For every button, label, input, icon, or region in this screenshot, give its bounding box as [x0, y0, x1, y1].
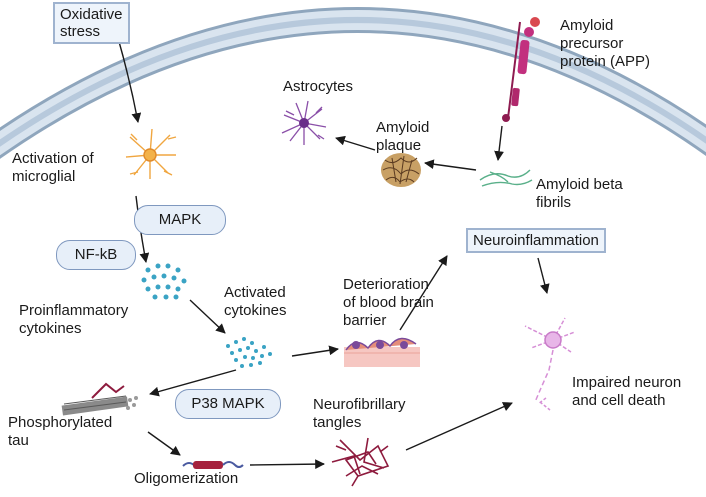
arrow-proinflammatory-to-activated	[189, 299, 226, 334]
bbb-cells-icon	[344, 337, 420, 367]
arrow-oxidative-to-microglia	[117, 37, 142, 123]
microglia-icon	[125, 128, 177, 179]
app-protein-icon	[502, 17, 540, 122]
tau-fibril-icon	[61, 382, 138, 416]
oxidative-stress-box: Oxidative stress	[53, 2, 130, 44]
amyloid-fibrils-icon	[479, 169, 533, 187]
arrow-tangles-to-neuron	[405, 402, 513, 451]
activated-cytokine-dots-icon	[226, 337, 272, 368]
astrocyte-icon	[281, 100, 327, 145]
arrow-oligomer-to-tangles	[249, 459, 325, 470]
activated-cytokines-label: Activated cytokines	[224, 284, 287, 319]
oligomer-icon	[182, 461, 244, 469]
arrow-tau-to-oligomer	[147, 431, 181, 456]
tangles-icon	[331, 437, 390, 487]
oligomerization-label: Oligomerization	[134, 470, 239, 487]
impaired-neuron-label: Impaired neuron and cell death	[572, 374, 682, 409]
app-label: Amyloid precursor protein (APP)	[560, 17, 651, 70]
neuroinflammation-box: Neuroinflammation	[466, 228, 606, 253]
microglial-label: Activation of microglial	[12, 150, 94, 185]
arrow-cytokines-to-tau	[149, 369, 237, 397]
amyloid-plaque-icon	[381, 153, 421, 187]
arrow-plaque-to-astrocytes	[335, 135, 376, 151]
astrocytes-label: Astrocytes	[283, 78, 354, 95]
nft-label: Neurofibrillary tangles	[313, 396, 406, 431]
mapk-pill: MAPK	[134, 205, 226, 235]
cell-membrane	[0, 7, 706, 159]
nfkb-pill: NF-kB	[56, 240, 136, 270]
amyloid-plaque-label: Amyloid plaque	[376, 119, 430, 154]
cytokine-dots-icon	[141, 263, 187, 300]
arrow-bbb-to-neuroinflammation	[399, 255, 448, 331]
arrow-neuroinflammation-to-neuron	[537, 257, 550, 294]
arrows	[117, 37, 550, 470]
neuron-icon	[524, 317, 576, 411]
p38-mapk-pill: P38 MAPK	[175, 389, 281, 419]
proinflammatory-label: Proinflammatory cytokines	[19, 302, 129, 337]
amyloid-beta-label: Amyloid beta fibrils	[536, 176, 623, 211]
arrow-cytokines-to-bbb	[291, 345, 339, 357]
bbb-label: Deterioration of blood brain barrier	[343, 276, 434, 329]
tau-label: Phosphorylated tau	[8, 414, 113, 449]
arrow-fibrils-to-plaque	[424, 159, 477, 171]
arrow-app-to-fibrils	[494, 125, 504, 161]
